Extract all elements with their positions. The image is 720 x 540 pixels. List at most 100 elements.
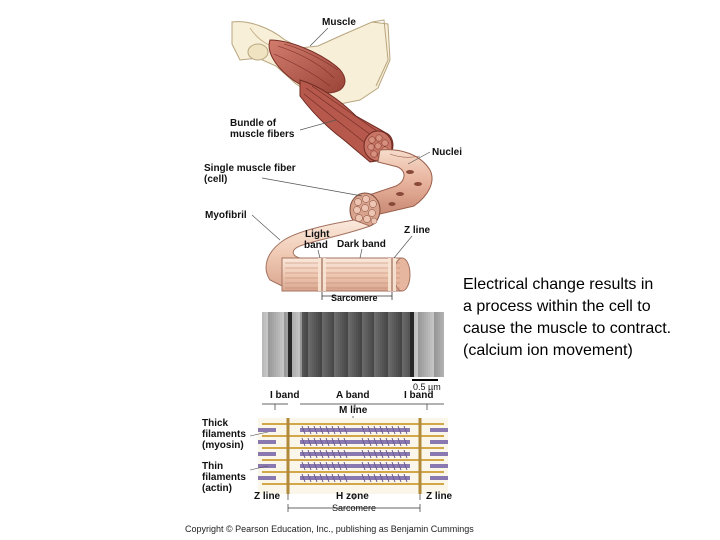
band-brackets xyxy=(262,403,444,424)
sarcomere-bracket-top xyxy=(321,292,393,300)
copyright-notice: Copyright © Pearson Education, Inc., pub… xyxy=(185,524,474,534)
myosin-head xyxy=(385,437,390,447)
micrograph-stripe xyxy=(402,312,404,377)
micrograph-stripe xyxy=(386,312,388,377)
micrograph-stripe xyxy=(416,312,418,377)
micrograph-stripe xyxy=(398,312,400,377)
myosin-head xyxy=(367,449,372,459)
micrograph-stripe xyxy=(392,312,394,377)
myosin-head xyxy=(403,473,408,483)
micrograph-stripe xyxy=(410,312,412,377)
micrograph-stripe xyxy=(288,312,290,377)
micrograph-stripe xyxy=(412,312,414,377)
myosin-head xyxy=(337,473,342,483)
label-z-line-right: Z line xyxy=(426,491,453,502)
myosin-head xyxy=(397,461,402,471)
label-m-line: M line xyxy=(339,405,368,416)
myosin-head xyxy=(343,461,348,471)
label-thin-1: Thin xyxy=(202,461,224,472)
myosin-head xyxy=(373,437,378,447)
micrograph-stripe xyxy=(400,312,402,377)
caption-line-4: (calcium ion movement) xyxy=(463,342,633,359)
micrograph-stripe xyxy=(306,312,308,377)
myosin-head xyxy=(343,437,348,447)
label-i-band-left: I band xyxy=(270,390,300,401)
myosin-head xyxy=(331,473,336,483)
myosin-head xyxy=(367,437,372,447)
micrograph-stripe xyxy=(380,312,382,377)
micrograph-stripe xyxy=(270,312,272,377)
micrograph-stripe xyxy=(298,312,300,377)
myosin-head xyxy=(319,437,324,447)
micrograph-stripe xyxy=(312,312,314,377)
myosin-head xyxy=(301,473,306,483)
micrograph-stripe xyxy=(434,312,436,377)
micrograph-stripe xyxy=(364,312,366,377)
micrograph-stripe xyxy=(340,312,342,377)
myosin-head xyxy=(343,449,348,459)
micrograph-stripe xyxy=(300,312,302,377)
myosin-head xyxy=(385,449,390,459)
label-muscle: Muscle xyxy=(322,17,356,28)
myosin-head xyxy=(337,461,342,471)
myosin-head xyxy=(331,461,336,471)
myosin-head xyxy=(385,425,390,435)
myosin-head xyxy=(385,473,390,483)
myosin-head xyxy=(301,461,306,471)
micrograph-stripe xyxy=(382,312,384,377)
myosin-head xyxy=(385,461,390,471)
micrograph-stripe xyxy=(280,312,282,377)
myosin-head xyxy=(313,473,318,483)
caption-line-2: a process within the cell to xyxy=(463,298,651,315)
myosin-head xyxy=(301,425,306,435)
myofibril xyxy=(265,219,411,292)
myosin-head xyxy=(397,449,402,459)
label-sarcomere-top: Sarcomere xyxy=(331,293,378,303)
label-single-fiber-1: Single muscle fiber xyxy=(204,163,296,174)
micrograph-stripe xyxy=(308,312,310,377)
myosin-head xyxy=(397,425,402,435)
micrograph-stripe xyxy=(420,312,422,377)
micrograph-stripe xyxy=(302,312,304,377)
filament-diagram xyxy=(258,418,448,494)
micrograph-stripe xyxy=(278,312,280,377)
micrograph-stripe xyxy=(268,312,270,377)
myosin-head xyxy=(391,449,396,459)
label-light-band-1: Light xyxy=(305,229,330,240)
caption-line-3: cause the muscle to contract. xyxy=(463,320,672,337)
myosin-head xyxy=(319,461,324,471)
micrograph-stripe xyxy=(368,312,370,377)
myosin-head xyxy=(391,437,396,447)
micrograph-stripe xyxy=(370,312,372,377)
myosin-head xyxy=(397,437,402,447)
label-h-zone: H zone xyxy=(336,491,369,502)
myosin-head xyxy=(379,437,384,447)
myosin-head xyxy=(319,473,324,483)
micrograph-stripe xyxy=(264,312,266,377)
micrograph-stripe xyxy=(428,312,430,377)
micrograph-stripe xyxy=(426,312,428,377)
myosin-head xyxy=(379,449,384,459)
pointer-lines xyxy=(251,27,431,259)
myosin-head xyxy=(325,449,330,459)
micrograph-stripe xyxy=(272,312,274,377)
label-sarcomere-bottom: Sarcomere xyxy=(332,503,377,513)
micrograph-stripe xyxy=(372,312,374,377)
myosin-head xyxy=(391,461,396,471)
micrograph-stripe xyxy=(310,312,312,377)
micrograph-stripe xyxy=(304,312,306,377)
myosin-head xyxy=(367,461,372,471)
myosin-head xyxy=(307,437,312,447)
myosin-head xyxy=(313,425,318,435)
micrograph-stripe xyxy=(404,312,406,377)
caption-line-1: Electrical change results in xyxy=(463,276,654,293)
myosin-head xyxy=(343,425,348,435)
label-a-band: A band xyxy=(336,390,370,401)
micrograph-stripe xyxy=(360,312,362,377)
myosin-head xyxy=(367,473,372,483)
micrograph-stripe xyxy=(430,312,432,377)
label-z-line-left: Z line xyxy=(254,491,281,502)
micrograph-stripe xyxy=(358,312,360,377)
myosin-head xyxy=(373,449,378,459)
